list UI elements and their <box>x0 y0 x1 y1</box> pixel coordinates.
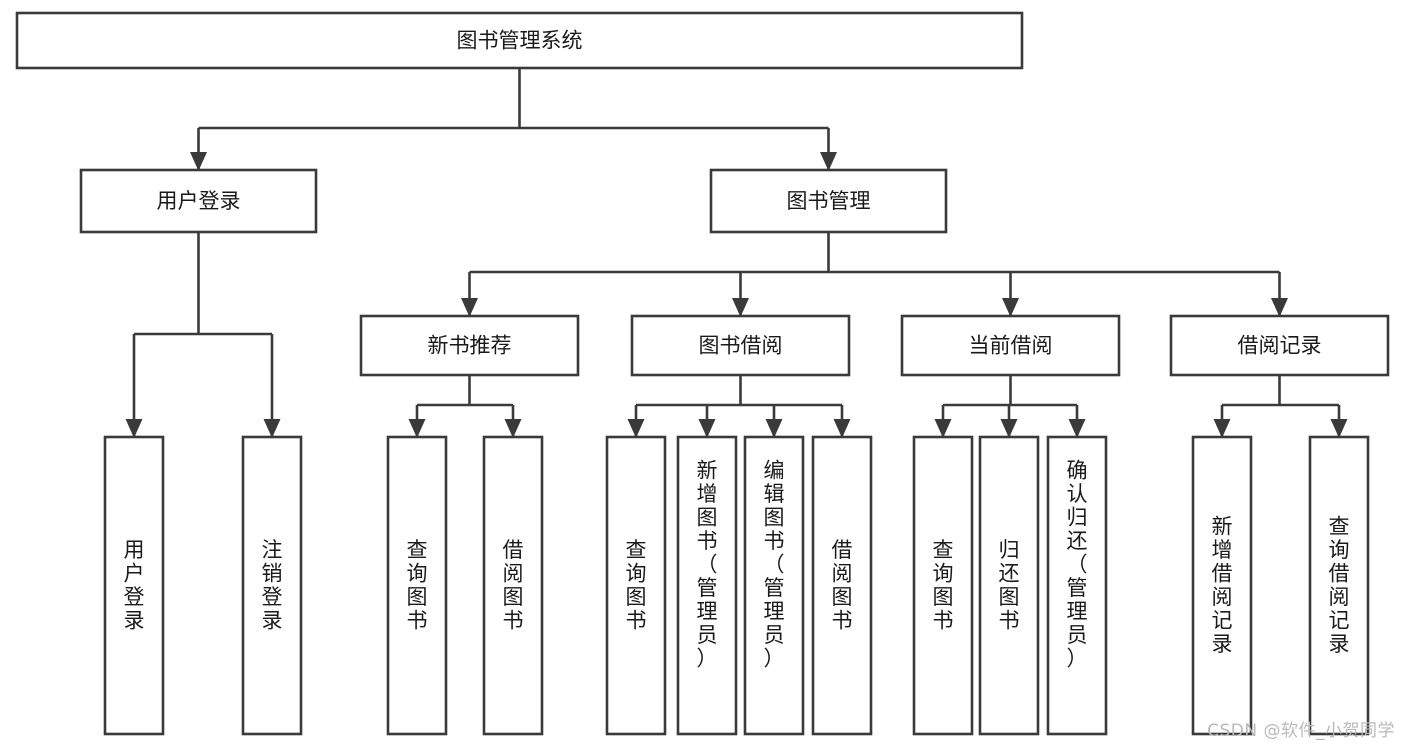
arrow-head-icon <box>627 419 645 438</box>
node-leaf-cur-1[interactable]: 查询图书 <box>912 435 974 736</box>
node-box <box>630 314 851 377</box>
connector-layer <box>125 68 1348 438</box>
node-box <box>676 435 738 736</box>
node-layer: 图书管理系统用户登录图书管理新书推荐图书借阅当前借阅借阅记录用户登录注销登录查询… <box>15 11 1390 736</box>
arrow-head-icon <box>1330 419 1348 438</box>
node-box <box>912 435 974 736</box>
arrow-head-icon <box>1213 419 1231 438</box>
node-label: 归还图书 <box>999 538 1020 633</box>
node-leaf-login-2[interactable]: 注销登录 <box>241 435 303 736</box>
arrow-head-icon <box>504 419 522 438</box>
arrow-head-icon <box>698 419 716 438</box>
node-newbook[interactable]: 新书推荐 <box>359 314 580 377</box>
node-box <box>359 314 580 377</box>
node-leaf-cur-3[interactable]: 确认归还（管理员） <box>1046 435 1108 736</box>
node-leaf-new-1[interactable]: 查询图书 <box>386 435 448 736</box>
node-leaf-new-2[interactable]: 借阅图书 <box>482 435 544 736</box>
arrow-head-icon <box>125 419 143 438</box>
node-label: 当前借阅 <box>969 334 1053 358</box>
node-box <box>1169 314 1390 377</box>
node-box <box>811 435 873 736</box>
node-label: 用户登录 <box>124 538 145 633</box>
node-box <box>79 168 318 234</box>
node-login[interactable]: 用户登录 <box>79 168 318 234</box>
node-leaf-cur-2[interactable]: 归还图书 <box>978 435 1040 736</box>
node-box <box>482 435 544 736</box>
node-box <box>605 435 667 736</box>
node-box <box>978 435 1040 736</box>
node-box <box>1308 435 1370 736</box>
node-leaf-borrow-2[interactable]: 新增图书（管理员） <box>676 435 738 736</box>
node-leaf-login-1[interactable]: 用户登录 <box>103 435 165 736</box>
arrow-head-icon <box>461 298 478 317</box>
node-borrow[interactable]: 图书借阅 <box>630 314 851 377</box>
node-label: 图书管理 <box>787 189 871 213</box>
node-label: 新增图书（管理员） <box>697 458 718 670</box>
node-label: 查询图书 <box>626 538 647 633</box>
node-label: 编辑图书（管理员） <box>764 458 785 670</box>
node-box <box>900 314 1121 377</box>
arrow-head-icon <box>408 419 426 438</box>
arrow-head-icon <box>1068 419 1086 438</box>
node-label: 图书借阅 <box>699 334 783 358</box>
node-leaf-rec-2[interactable]: 查询借阅记录 <box>1308 435 1370 736</box>
arrow-head-icon <box>1000 419 1018 438</box>
node-label: 借阅图书 <box>503 538 524 633</box>
node-leaf-borrow-1[interactable]: 查询图书 <box>605 435 667 736</box>
arrow-head-icon <box>190 152 207 171</box>
arrow-head-icon <box>732 298 749 317</box>
node-root[interactable]: 图书管理系统 <box>15 11 1024 70</box>
node-label: 注销登录 <box>262 538 283 633</box>
node-box <box>386 435 448 736</box>
node-current[interactable]: 当前借阅 <box>900 314 1121 377</box>
watermark-label: CSDN @软件_小贺同学 <box>1207 721 1395 741</box>
arrow-head-icon <box>820 152 837 171</box>
node-bookmgmt[interactable]: 图书管理 <box>709 168 948 234</box>
node-label: 查询借阅记录 <box>1329 514 1350 656</box>
node-box <box>241 435 303 736</box>
node-label: 图书管理系统 <box>457 29 583 53</box>
node-records[interactable]: 借阅记录 <box>1169 314 1390 377</box>
arrow-head-icon <box>1271 298 1288 317</box>
node-box <box>709 168 948 234</box>
node-label: 用户登录 <box>157 189 241 213</box>
arrow-head-icon <box>765 419 783 438</box>
node-label: 新增借阅记录 <box>1212 514 1233 656</box>
arrow-head-icon <box>833 419 851 438</box>
node-box <box>103 435 165 736</box>
node-leaf-rec-1[interactable]: 新增借阅记录 <box>1191 435 1253 736</box>
node-box <box>1046 435 1108 736</box>
node-box <box>15 11 1024 70</box>
arrow-head-icon <box>934 419 952 438</box>
node-leaf-borrow-4[interactable]: 借阅图书 <box>811 435 873 736</box>
node-label: 借阅图书 <box>832 538 853 633</box>
node-label: 确认归还（管理员） <box>1067 458 1088 670</box>
node-label: 新书推荐 <box>428 334 512 358</box>
arrow-head-icon <box>263 419 281 438</box>
node-box <box>1191 435 1253 736</box>
node-label: 查询图书 <box>933 538 954 633</box>
node-leaf-borrow-3[interactable]: 编辑图书（管理员） <box>743 435 805 736</box>
node-label: 借阅记录 <box>1238 334 1322 358</box>
node-label: 查询图书 <box>407 538 428 633</box>
node-box <box>743 435 805 736</box>
arrow-head-icon <box>1002 298 1019 317</box>
